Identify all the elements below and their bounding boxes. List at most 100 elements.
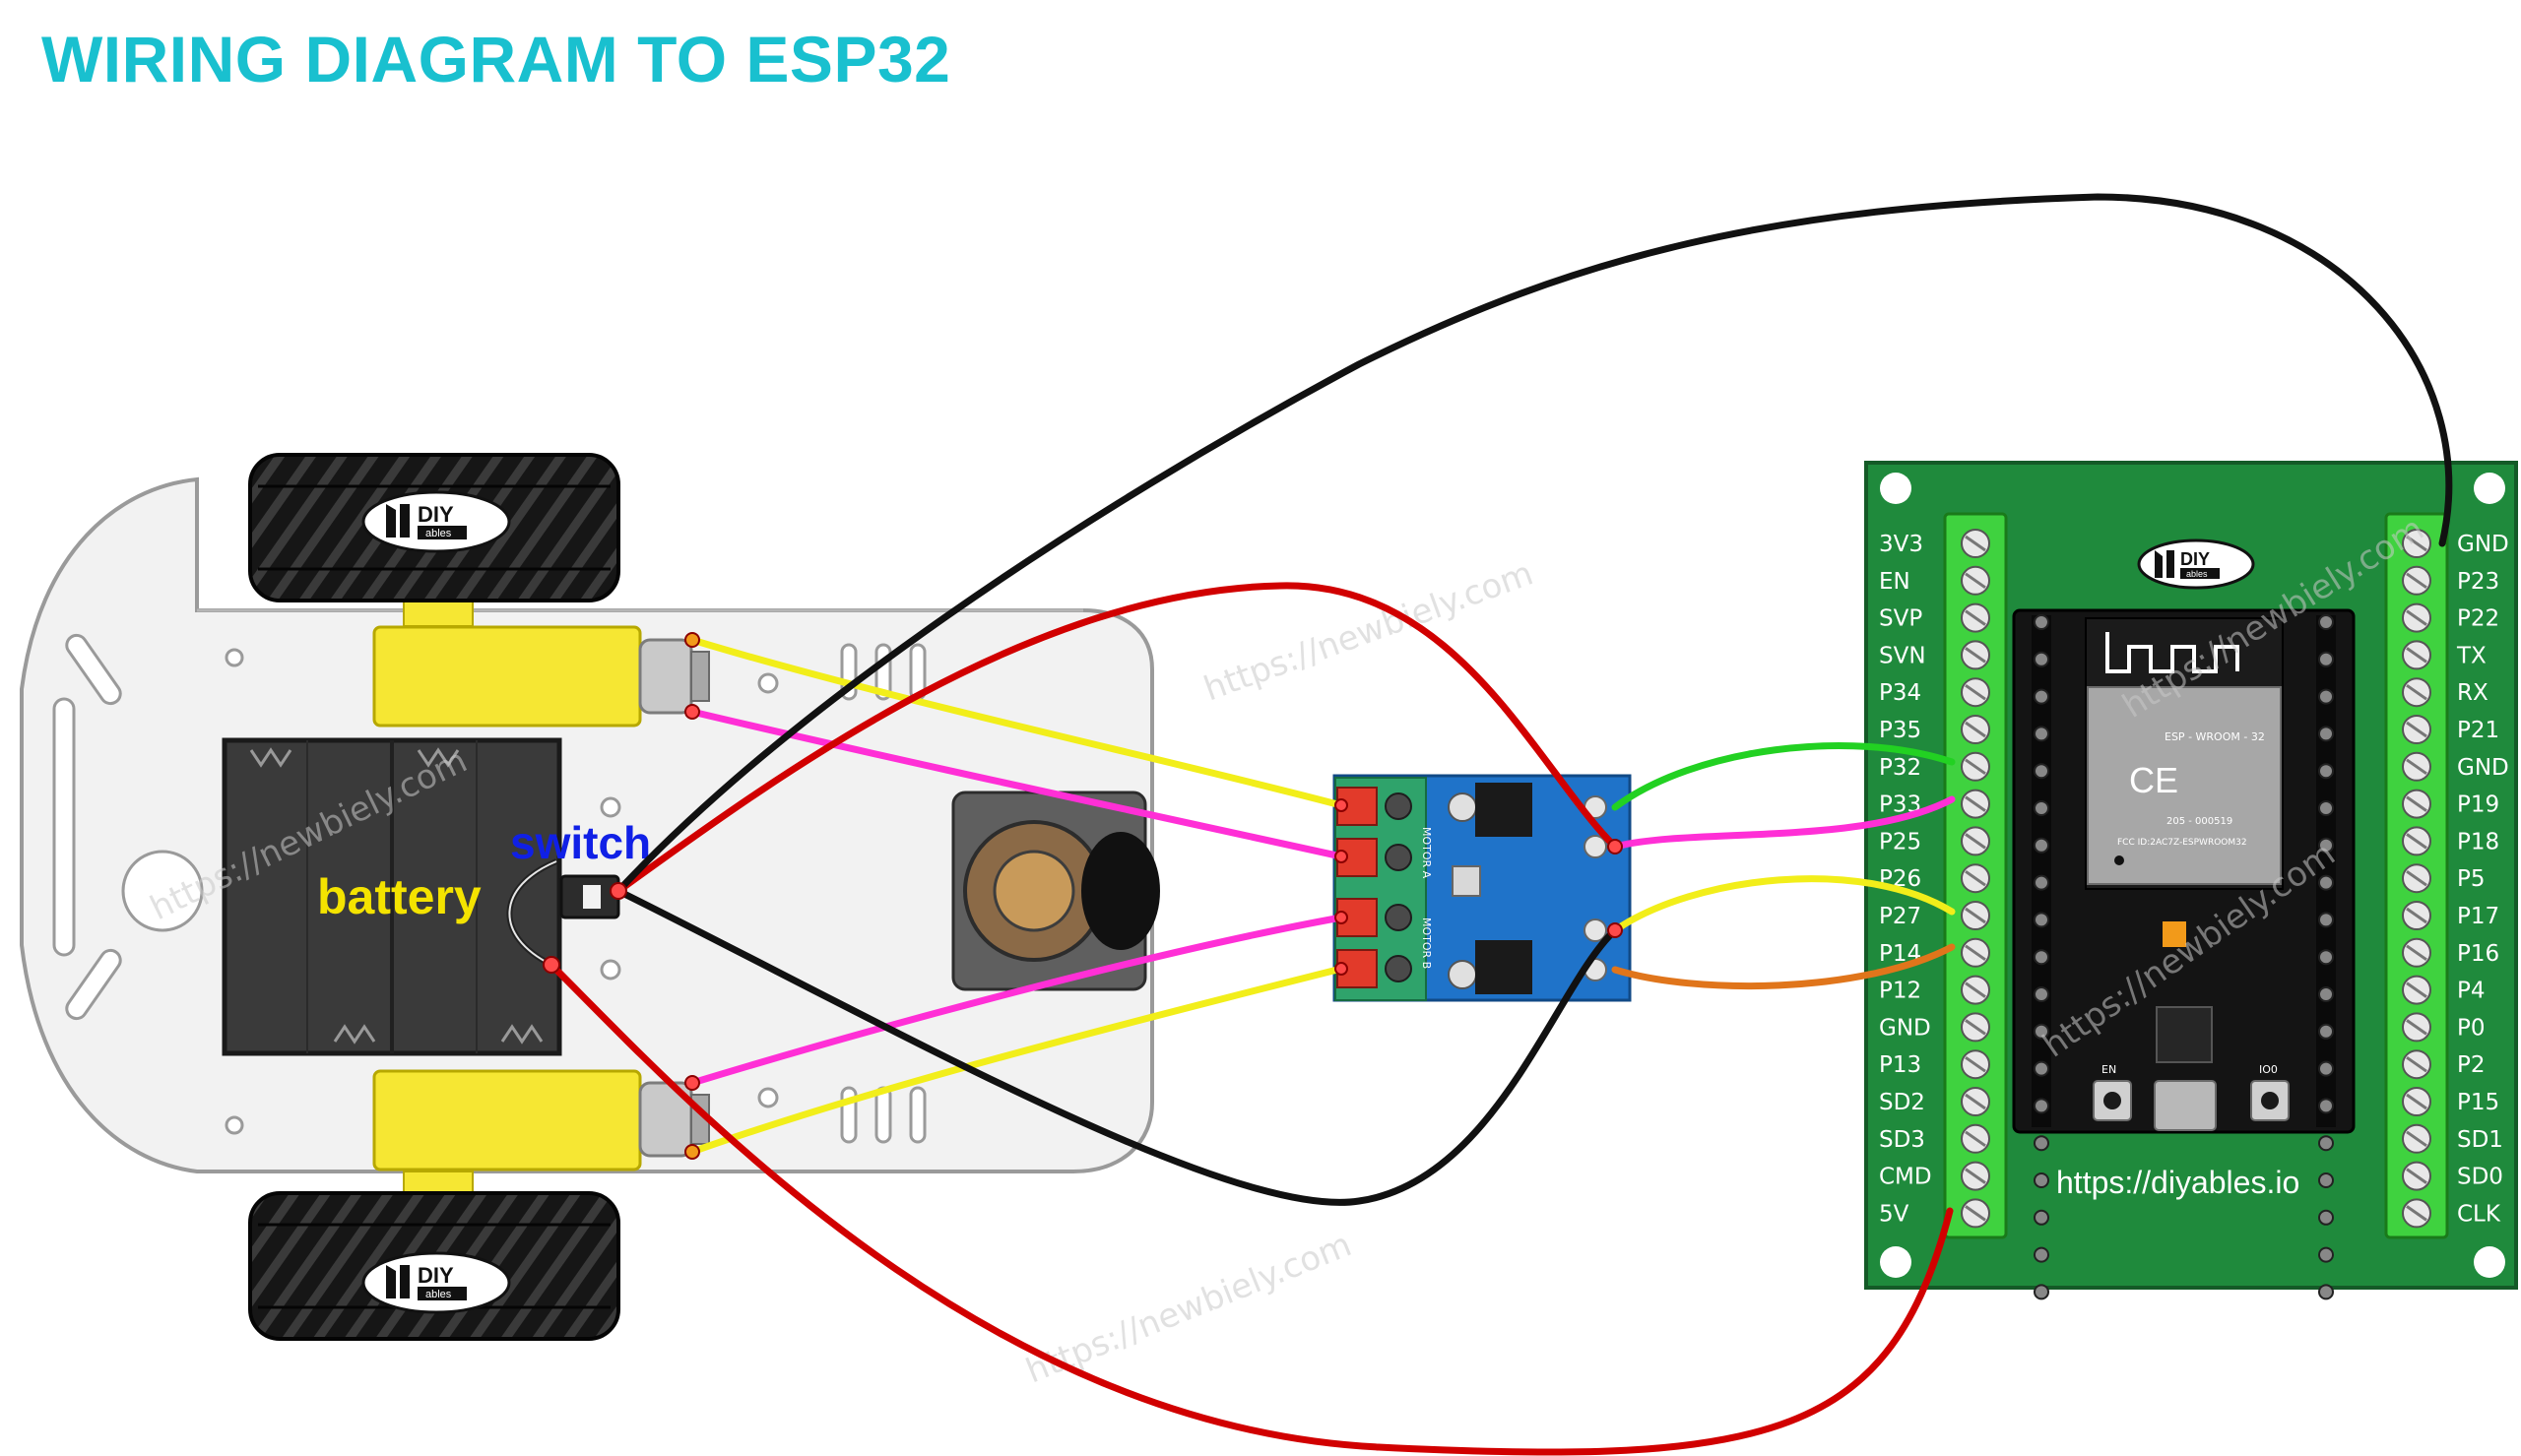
screw-slot [1965, 1093, 1986, 1110]
header-pin [2318, 1060, 2334, 1077]
esp32-pin-label-right: SD1 [2457, 1127, 2503, 1153]
motor-driver-module: MOTOR A MOTOR B [1332, 774, 1632, 1002]
header-pin [2034, 763, 2049, 780]
header-pin [2034, 874, 2049, 891]
screw-slot [2406, 1130, 2427, 1148]
screw-slot [1965, 758, 1986, 776]
wire-p33-magenta [1611, 795, 1956, 851]
wire-motor-top-yellow [688, 636, 1345, 809]
header-pin [2034, 1209, 2049, 1226]
screw-slot [2406, 721, 2427, 738]
cert-label: 205 - 000519 [2166, 816, 2232, 827]
esp32-pin-label-left: 3V3 [1879, 532, 1923, 557]
power-switch [559, 874, 620, 919]
header-pin [2318, 688, 2334, 705]
header-pin [2034, 614, 2049, 630]
esp32-pin-label-right: P21 [2457, 718, 2499, 743]
header-pin [2318, 614, 2334, 630]
wire-p32-green [1611, 742, 1956, 811]
header-pin [2034, 651, 2049, 667]
screw-slot [2406, 795, 2427, 812]
header-pin [2034, 1172, 2049, 1188]
brand-logo-subtext: ables [425, 1289, 452, 1300]
fcc-label: FCC ID:2AC7Z-ESPWROOM32 [2117, 838, 2247, 848]
screw-slot [2406, 869, 2427, 887]
esp32-pin-label-left: 5V [1879, 1201, 1909, 1227]
esp32-pin-label-right: P22 [2457, 606, 2499, 632]
screw-slot [2406, 1093, 2427, 1110]
header-pin [2318, 1172, 2334, 1188]
screw-slot [2406, 981, 2427, 998]
esp32-pin-label-right: P15 [2457, 1090, 2499, 1115]
robot-car: battery switch [20, 453, 1160, 1341]
header-pin [2034, 1135, 2049, 1152]
motor-a-label: MOTOR A [1420, 827, 1433, 879]
header-pin [2034, 688, 2049, 705]
esp32-pin-label-right: P23 [2457, 569, 2499, 595]
header-pin [2318, 986, 2334, 1002]
screw-slot [1965, 869, 1986, 887]
brand-logo-subtext: ables [425, 528, 452, 539]
esp32-pin-label-left: GND [1879, 1015, 1931, 1041]
esp32-pin-label-right: RX [2457, 680, 2489, 706]
board-logo: DIY ables [2137, 538, 2255, 590]
switch-label: switch [510, 817, 651, 868]
screw-slot [1965, 981, 1986, 998]
screw-slot [2406, 1168, 2427, 1184]
screw-slot [1965, 1019, 1986, 1036]
header-pin [2318, 949, 2334, 966]
page-title: WIRING DIAGRAM TO ESP32 [41, 23, 951, 95]
wire-p14-orange [1611, 943, 1956, 990]
en-button-label: EN [2101, 1063, 2116, 1076]
esp32-pin-label-right: P4 [2457, 979, 2486, 1004]
header-pin [2318, 651, 2334, 667]
header-pin [2034, 949, 2049, 966]
screw-slot [2406, 647, 2427, 664]
esp32-pin-label-left: P32 [1879, 755, 1921, 781]
screw-slot [1965, 795, 1986, 812]
screw-slot [1965, 572, 1986, 590]
caster-wheel [951, 791, 1160, 991]
screw-slot [2406, 609, 2427, 626]
connection-dots [543, 632, 1623, 1160]
header-pin [2318, 1023, 2334, 1040]
brand-logo: DIY ables [361, 1251, 511, 1314]
brand-logo-text: DIY [418, 1263, 454, 1288]
screw-slot [1965, 609, 1986, 626]
esp32-pin-label-left: CMD [1879, 1165, 1932, 1190]
screw-slot [1965, 1205, 1986, 1222]
header-pin [2034, 800, 2049, 816]
motor-top [372, 598, 710, 728]
header-pin [2034, 837, 2049, 854]
screw-slot [2406, 683, 2427, 701]
brand-logo: DIY ables [361, 490, 511, 553]
wire-battery-red-to-driver [614, 582, 1619, 895]
screw-slot [2406, 572, 2427, 590]
board-url: https://diyables.io [2056, 1165, 2299, 1200]
screw-slot [2406, 1205, 2427, 1222]
screw-slot [2406, 758, 2427, 776]
header-pin [2318, 1098, 2334, 1114]
motor-b-label: MOTOR B [1420, 918, 1433, 969]
esp32-pin-label-left: P35 [1879, 718, 1921, 743]
esp32-pin-label-right: P5 [2457, 866, 2486, 892]
screw-slot [2406, 1055, 2427, 1073]
screw-slot [1965, 721, 1986, 738]
header-pin [2318, 1284, 2334, 1300]
wire-battery-black-to-driver [614, 887, 1619, 1206]
esp32-pin-label-right: P19 [2457, 792, 2499, 818]
esp32-pin-label-right: SD0 [2457, 1165, 2503, 1190]
header-pin [2318, 726, 2334, 742]
esp32-devkit: ESP - WROOM - 32 FCC ID:2AC7Z-ESPWROOM32… [2012, 608, 2356, 1300]
header-pin [2034, 986, 2049, 1002]
screw-slot [2406, 907, 2427, 924]
wires [548, 193, 2453, 1456]
battery-holder [222, 737, 562, 1056]
brand-logo-text: DIY [418, 502, 454, 527]
screw-slot [1965, 833, 1986, 850]
wire-p27-yellow [1611, 875, 1956, 934]
header-pin [2034, 1098, 2049, 1114]
header-pin [2034, 726, 2049, 742]
header-pin [2034, 1023, 2049, 1040]
